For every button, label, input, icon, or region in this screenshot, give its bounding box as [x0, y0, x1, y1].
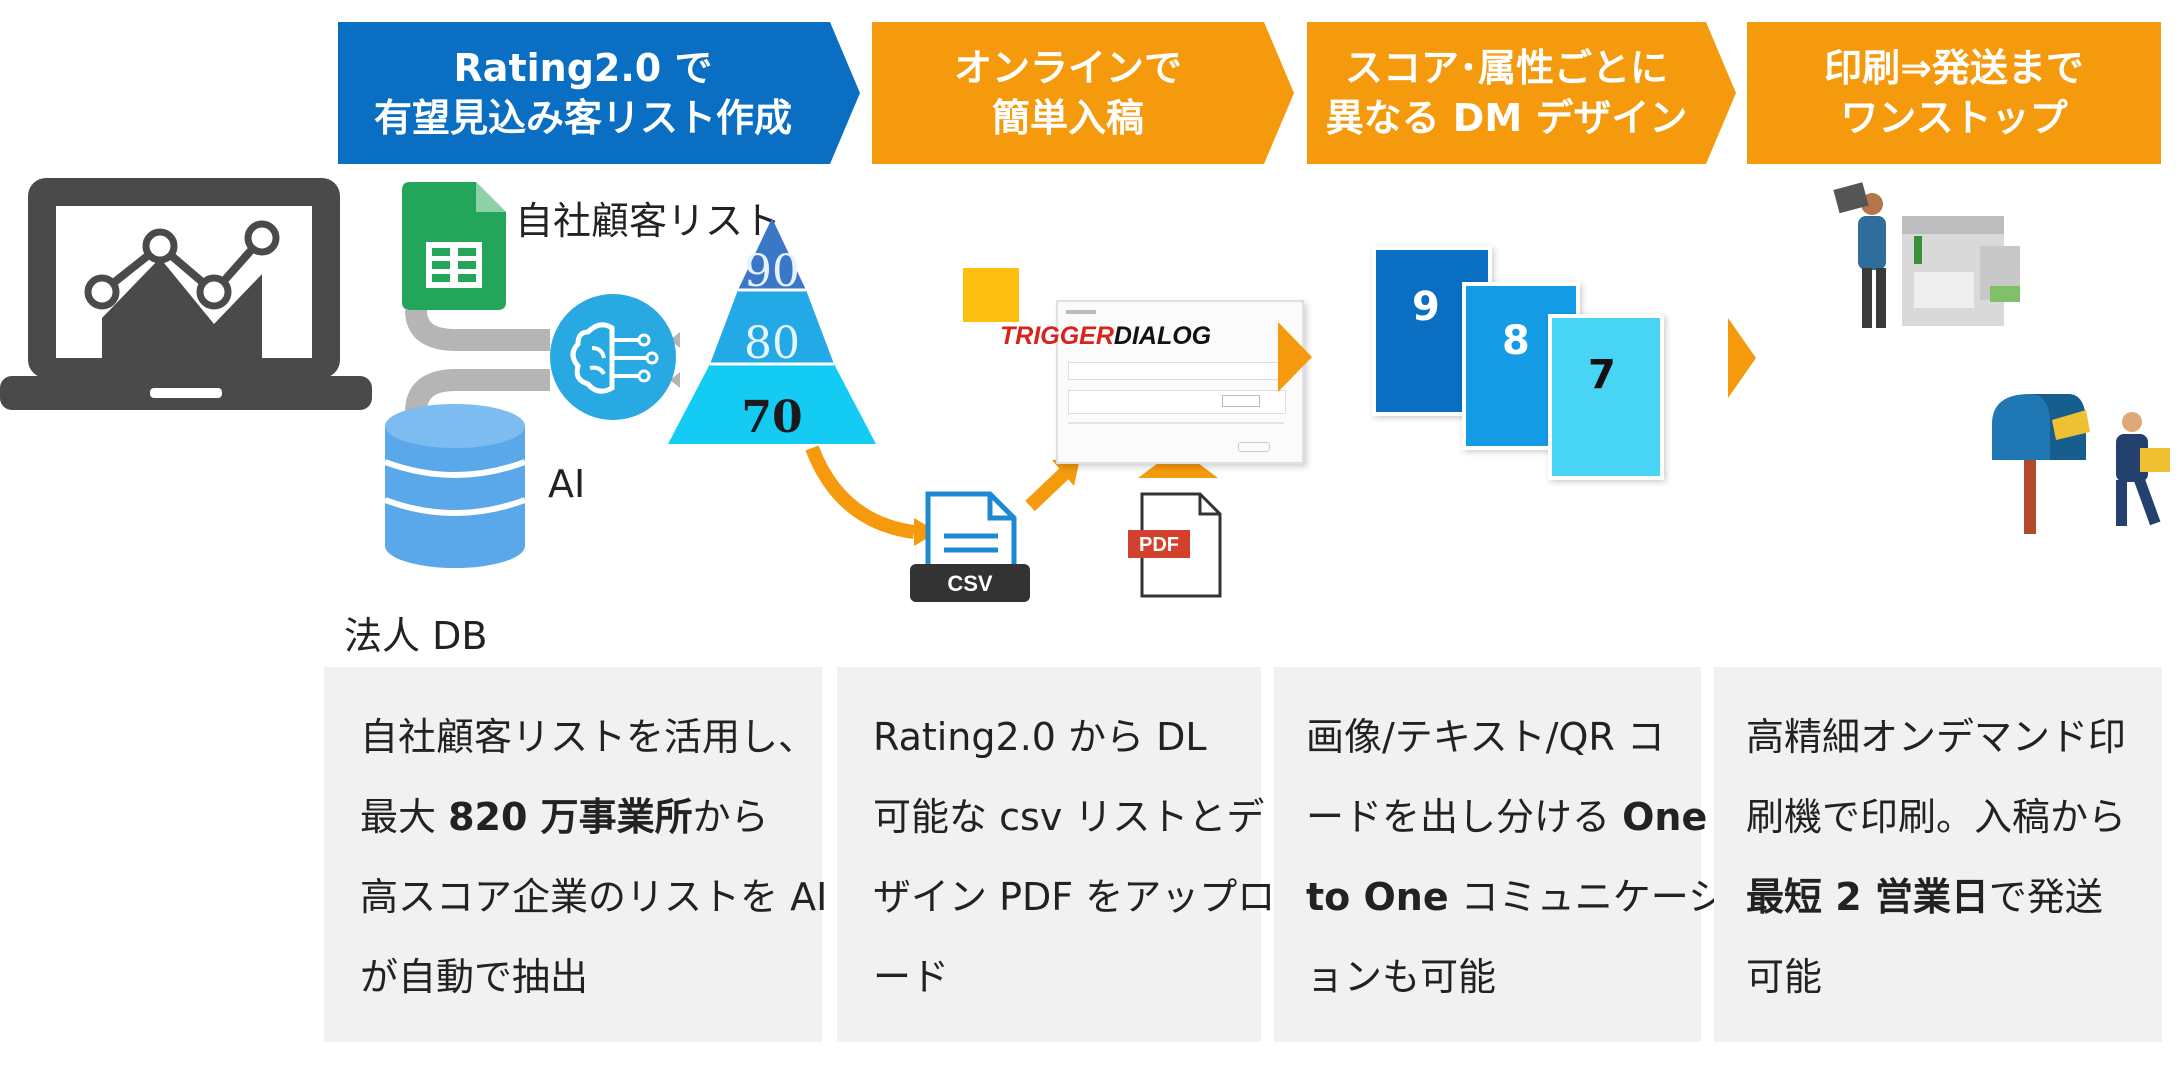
corp-db-label: 法人 DB — [344, 614, 488, 658]
pyramid-label-70: 70 — [741, 392, 802, 443]
dm-card-8-label: 8 — [1502, 318, 1530, 364]
csv-file-icon: CSV — [910, 491, 1030, 602]
flow-chevron-2 — [1278, 322, 1312, 392]
panel-3-line-4: ョンも可能 — [1306, 955, 1497, 999]
panel-4-line-1: 高精細オンデマンド印 — [1746, 715, 2127, 759]
trigger-dialog-logo: TRIGGERDIALOG — [1000, 322, 1212, 350]
dm-card-7-label: 7 — [1588, 352, 1616, 398]
step-3-title: スコア･属性ごとに異なる DM デザイン — [1325, 46, 1688, 140]
pdf-file-icon: PDF — [1128, 492, 1222, 598]
pyramid-tier-90 — [738, 218, 806, 290]
panel-3-line-1: 画像/テキスト/QR コ — [1306, 715, 1665, 759]
data-flow-connectors — [405, 309, 680, 413]
laptop-analytics-icon — [0, 178, 372, 410]
panel-4-line-3: 最短 2 営業日で発送 — [1746, 875, 2103, 919]
score-pyramid: 90 80 70 — [668, 218, 876, 444]
flow-chevron-3 — [1728, 318, 1756, 398]
ai-brain-icon — [550, 294, 676, 420]
panel-2-line-3: ザイン PDF をアップロ — [873, 875, 1276, 919]
step-2-title: オンラインで簡単入稿 — [953, 46, 1182, 140]
yellow-square-decoration — [963, 268, 1019, 322]
step-2-chevron — [872, 22, 1294, 164]
pdf-text: PDF — [1139, 534, 1179, 556]
ai-label: AI — [548, 462, 586, 506]
flow-curve-arrow — [805, 445, 1080, 546]
step-4-title: 印刷⇒発送までワンストップ — [1824, 46, 2084, 140]
spreadsheet-icon — [402, 182, 506, 310]
panel-2-line-2: 可能な csv リストとデ — [873, 795, 1265, 839]
database-icon — [383, 404, 527, 568]
panel-2-line-1: Rating2.0 から DL — [873, 715, 1207, 759]
dm-card-9-label: 9 — [1412, 284, 1440, 330]
pyramid-label-80: 80 — [744, 318, 800, 369]
dm-card-7 — [1548, 314, 1664, 480]
csv-text: CSV — [947, 571, 993, 596]
pyramid-tier-80 — [710, 290, 834, 364]
pyramid-label-90: 90 — [744, 246, 800, 297]
panel-2-line-4: ード — [873, 955, 950, 999]
description-panel-3: 画像/テキスト/QR コ ードを出し分ける One to One コミュニケーシ… — [1274, 667, 1726, 1042]
printer-operator-illustration — [1833, 182, 2020, 328]
step-3-chevron — [1307, 22, 1736, 164]
step-1-chevron — [338, 22, 860, 164]
description-panel-4: 高精細オンデマンド印 刷機で印刷。入稿から 最短 2 営業日で発送 可能 — [1714, 667, 2162, 1042]
description-panel-1: 自社顧客リストを活用し、 最大 820 万事業所から 高スコア企業のリストを A… — [324, 667, 827, 1042]
panel-1-line-4: が自動で抽出 — [360, 955, 589, 999]
step-4-chevron — [1747, 22, 2161, 164]
trigger-dialog-screen — [1056, 300, 1304, 464]
pyramid-tier-70 — [668, 364, 876, 444]
panel-3-line-2: ードを出し分ける One — [1306, 795, 1708, 839]
customer-list-label: 自社顧客リスト — [515, 199, 782, 243]
description-panel-2: Rating2.0 から DL 可能な csv リストとデ ザイン PDF をア… — [837, 667, 1275, 1042]
step-1-title: Rating2.0 で有望見込み客リスト作成 — [373, 46, 792, 140]
panel-1-line-2: 最大 820 万事業所から — [360, 795, 769, 839]
panel-1-line-3: 高スコア企業のリストを AI — [360, 875, 828, 919]
panel-1-line-1: 自社顧客リストを活用し、 — [360, 715, 817, 759]
panel-4-line-4: 可能 — [1746, 955, 1823, 999]
mailbox-courier-illustration — [1992, 394, 2170, 534]
panel-3-line-3: to One コミュニケーシ — [1306, 875, 1726, 919]
panel-4-line-2: 刷機で印刷。入稿から — [1746, 795, 2127, 839]
